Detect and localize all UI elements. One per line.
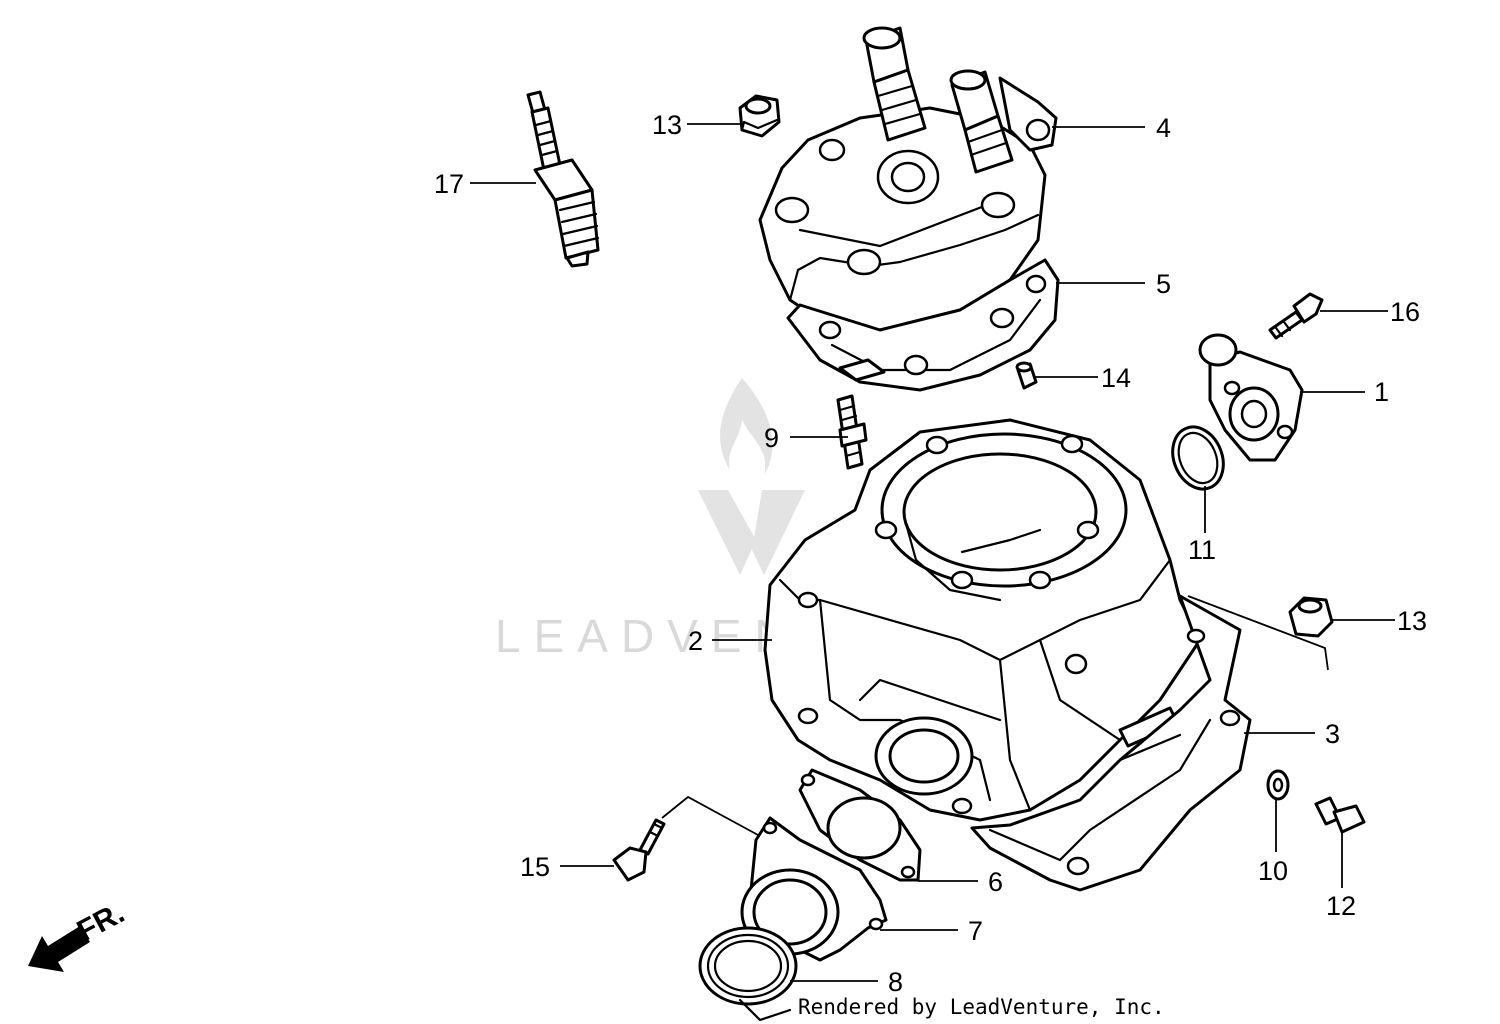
callout-14: 14 <box>1101 363 1131 393</box>
callout-13-lower: 13 <box>1397 606 1427 636</box>
intake-band <box>698 926 798 1022</box>
head-nut-lower <box>1288 596 1334 638</box>
callout-2: 2 <box>688 626 703 656</box>
callout-12: 12 <box>1326 891 1356 921</box>
watermark-logo <box>698 378 805 575</box>
callout-1: 1 <box>1374 377 1389 407</box>
spark-plug <box>526 90 600 268</box>
callout-numbers: 1 2 3 4 5 6 7 8 9 10 11 12 13 13 14 15 1… <box>434 110 1427 997</box>
flange-bolt <box>612 818 666 882</box>
render-credit: Rendered by LeadVenture, Inc. <box>798 995 1165 1019</box>
water-outlet-joint <box>1198 333 1304 462</box>
cylinder-head <box>758 26 1058 332</box>
callout-6: 6 <box>988 867 1003 897</box>
callout-3: 3 <box>1325 719 1340 749</box>
intake-joint <box>740 816 888 962</box>
callout-13-upper: 13 <box>652 110 682 140</box>
callout-7: 7 <box>968 916 983 946</box>
washer <box>1266 769 1290 801</box>
callout-11: 11 <box>1188 535 1216 565</box>
front-direction-arrow: FR. <box>28 896 130 972</box>
head-gasket <box>786 258 1060 392</box>
callout-8: 8 <box>888 967 903 997</box>
reed-gasket <box>798 768 922 882</box>
bolt-upper-right <box>1268 292 1324 340</box>
callout-4: 4 <box>1156 113 1171 143</box>
head-nut-upper <box>738 94 781 138</box>
leader-lines <box>470 123 1395 982</box>
callout-10: 10 <box>1258 856 1288 886</box>
stud-bolt <box>836 394 868 470</box>
callout-17: 17 <box>434 169 464 199</box>
o-ring <box>1171 425 1225 491</box>
arrow-icon <box>28 926 90 972</box>
callout-5: 5 <box>1156 269 1171 299</box>
cylinder-base-gasket <box>970 594 1252 892</box>
bolt-lower-right <box>1314 796 1366 834</box>
callout-16: 16 <box>1390 297 1420 327</box>
cylinder <box>763 418 1202 822</box>
callout-15: 15 <box>520 852 550 882</box>
callout-9: 9 <box>764 423 779 453</box>
dowel-pin <box>1015 361 1038 390</box>
